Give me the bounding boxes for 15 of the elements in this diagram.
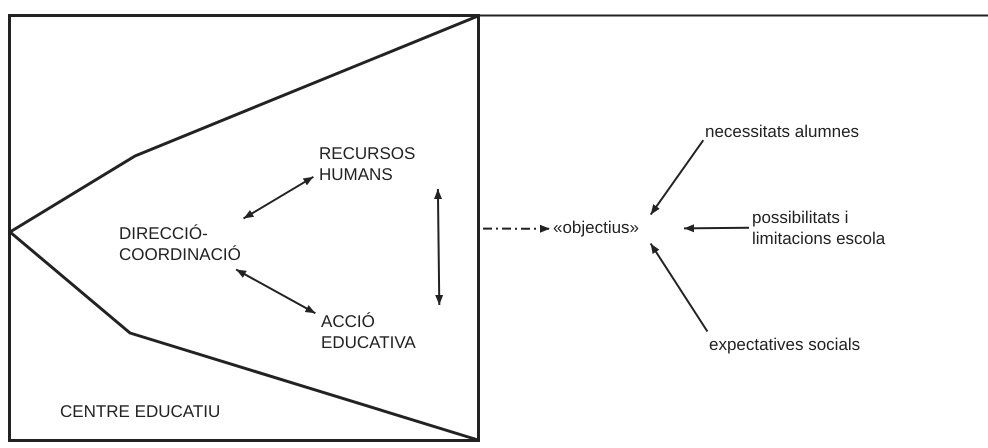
box-title: CENTRE EDUCATIU [60,401,220,422]
arrow [650,242,708,332]
text-label: RECURSOS HUMANS [319,143,447,189]
text-label: «objectius» [553,217,681,241]
arrow [650,140,704,216]
text-label: necessitats alumnes [705,121,885,145]
text-label: ACCIÓ EDUCATIVA [321,311,449,357]
text-label: expectatives socials [709,334,889,358]
text-label: possibilitats i limitacions escola [752,207,930,253]
arrow [483,224,550,233]
arrow [434,188,444,306]
text-label: DIRECCIÓ- COORDINACIÓ [119,223,247,271]
arrow [236,268,316,314]
arrow [242,176,314,220]
arrow [684,224,750,232]
